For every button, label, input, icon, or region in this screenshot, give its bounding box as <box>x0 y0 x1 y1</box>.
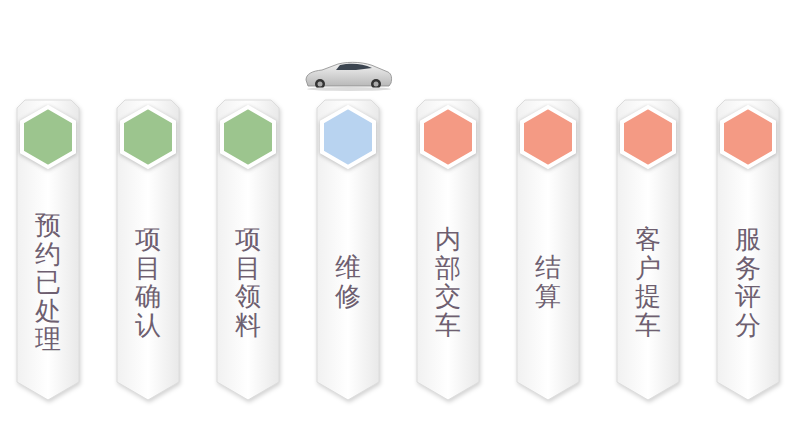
step-tab: 客户提车 <box>617 100 679 400</box>
step-tab: 维修 <box>317 100 379 400</box>
step-label: 内部交车 <box>435 225 461 339</box>
step-label: 预约已处理 <box>35 211 61 354</box>
step-tab: 结算 <box>517 100 579 400</box>
step-label: 客户提车 <box>635 225 661 339</box>
step-tab: 内部交车 <box>417 100 479 400</box>
step-label: 项目领料 <box>235 225 261 339</box>
tab-shape <box>517 100 579 400</box>
step-tab: 项目领料 <box>217 100 279 400</box>
step-tab: 服务评分 <box>717 100 779 400</box>
step-label: 维修 <box>335 253 361 310</box>
step-label: 结算 <box>535 253 561 310</box>
step-tab: 预约已处理 <box>17 100 79 400</box>
step-tab: 项目确认 <box>117 100 179 400</box>
step-label: 项目确认 <box>135 225 161 339</box>
step-label: 服务评分 <box>735 225 761 339</box>
tab-shape <box>317 100 379 400</box>
car-icon <box>306 62 392 91</box>
